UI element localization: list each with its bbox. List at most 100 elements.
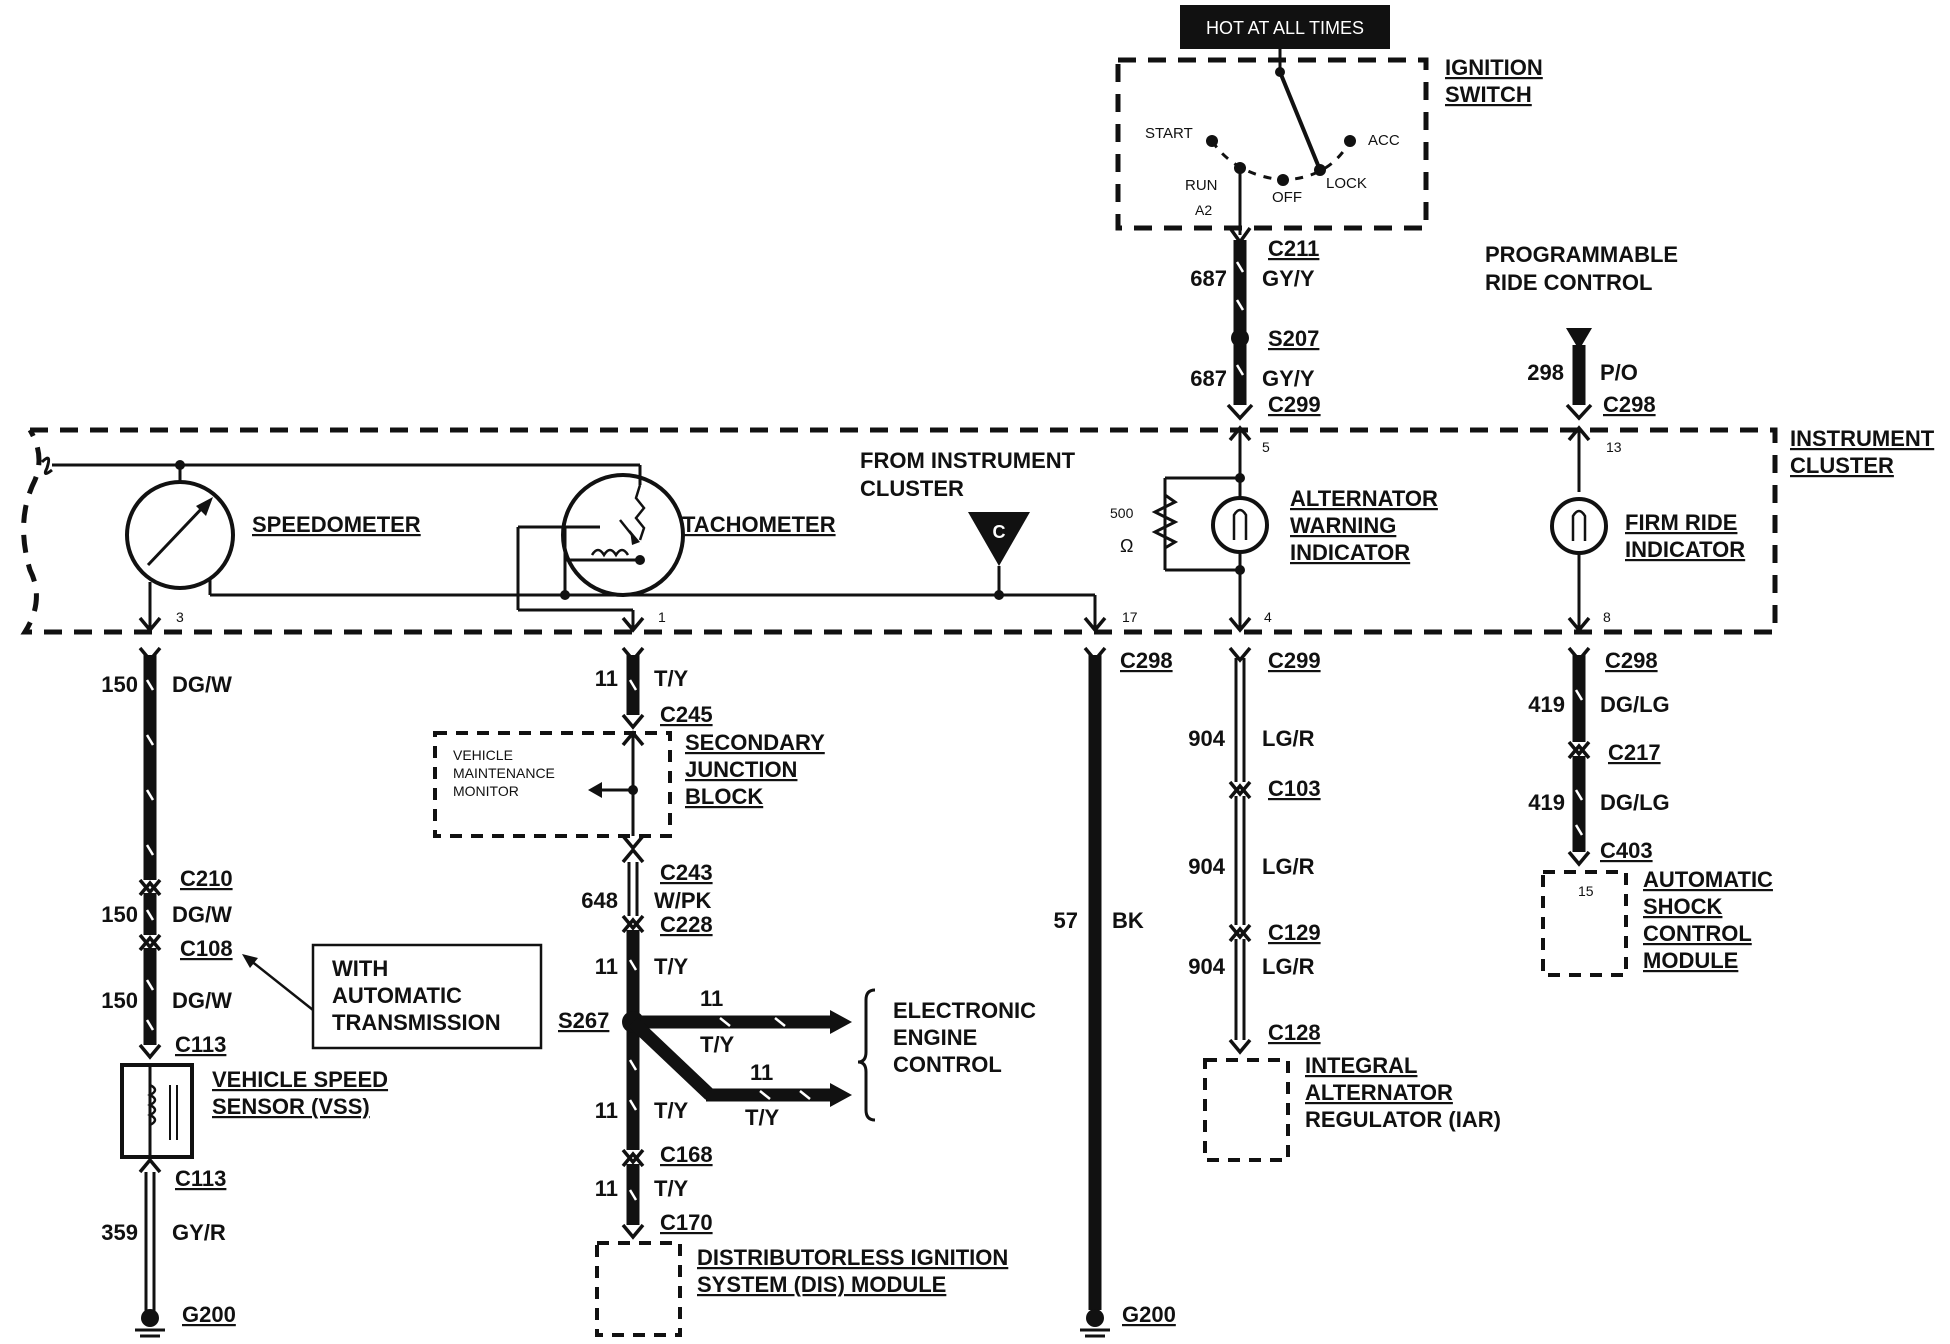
connector-c299-bottom: C299 [1268,648,1321,673]
wire-11-circuit-a: 11 [595,666,618,691]
wire-11-color-e: T/Y [654,1098,689,1123]
sjb-label-2: JUNCTION [685,757,797,782]
wire-687-color-b: GY/Y [1262,366,1315,391]
resistor-icon [1151,493,1179,550]
wire-11-circuit-e: 11 [595,1098,618,1123]
tachometer-gauge [561,473,685,597]
dis-label-2: SYSTEM (DIS) MODULE [697,1272,946,1297]
alternator-label-2: WARNING [1290,513,1396,538]
connector-c403: C403 [1600,838,1653,863]
wire-150-circuit-b: 150 [101,902,138,927]
ground-g200-right-icon [1086,1309,1104,1327]
connector-c128: C128 [1268,1020,1321,1045]
wire-150-color-c: DG/W [172,988,232,1013]
pin-5: 5 [1262,439,1270,455]
ground-g200-left: G200 [182,1302,236,1327]
ascm-label-4: MODULE [1643,948,1738,973]
ascm-label-3: CONTROL [1643,921,1752,946]
pin-4: 4 [1264,609,1272,625]
splice-s207-label: S207 [1268,326,1319,351]
alternator-warning-lamp [1211,496,1269,554]
resistor-value: 500 [1110,505,1134,521]
ascm-label-1: AUTOMATIC [1643,867,1773,892]
splice-s267-label: S267 [558,1008,609,1033]
auto-trans-label-2: AUTOMATIC [332,983,462,1008]
dis-module-box [595,1241,682,1337]
switch-lock-label: LOCK [1326,175,1367,192]
wire-57-color: BK [1112,908,1144,933]
pin-3: 3 [176,609,184,625]
from-cluster-marker-icon [968,512,1030,566]
connector-c298-bottom: C298 [1605,648,1658,673]
wire-419-color-a: DG/LG [1600,692,1670,717]
instrument-cluster-title-1: INSTRUMENT [1790,426,1935,451]
eec-arrow-1-icon [830,1010,852,1034]
ground-g200-left-icon [141,1309,159,1327]
sjb-label-1: SECONDARY [685,730,825,755]
eec-arrow-2-icon [830,1083,852,1107]
prog-ride-arrow-icon [1566,328,1592,350]
connector-c113-bottom: C113 [175,1166,226,1191]
from-cluster-label-2: CLUSTER [860,476,964,501]
alternator-label-1: ALTERNATOR [1290,486,1438,511]
eec-label-2: ENGINE [893,1025,977,1050]
wire-57-circuit: 57 [1054,908,1078,933]
firm-ride-lamp [1550,497,1608,555]
auto-trans-label-1: WITH [332,956,388,981]
auto-trans-callout-box [311,943,543,1050]
wire-298-color: P/O [1600,360,1638,385]
wire-11-color-a: T/Y [654,666,689,691]
connector-c228: C228 [660,912,713,937]
vss-label-1: VEHICLE SPEED [212,1067,388,1092]
connector-c211: C211 [1268,236,1319,261]
wire-359-circuit: 359 [101,1220,138,1245]
switch-acc-label: ACC [1368,132,1400,149]
ground-g200-right: G200 [1122,1302,1176,1327]
wire-11-color-f: T/Y [654,1176,689,1201]
connector-c103: C103 [1268,776,1321,801]
pin-13: 13 [1606,439,1622,455]
iar-label-2: ALTERNATOR [1305,1080,1453,1105]
pin-17: 17 [1122,609,1138,625]
wire-904-color-c: LG/R [1262,954,1315,979]
connector-c168: C168 [660,1142,713,1167]
sjb-label-3: BLOCK [685,784,763,809]
wire-648-circuit: 648 [581,888,618,913]
iar-label-1: INTEGRAL [1305,1053,1417,1078]
speedometer-label: SPEEDOMETER [252,512,421,537]
wire-904-color-b: LG/R [1262,854,1315,879]
wire-150-circuit-c: 150 [101,988,138,1013]
wire-11-circuit-f: 11 [595,1176,618,1201]
resistor-unit: Ω [1120,536,1133,556]
firm-ride-label-2: INDICATOR [1625,537,1745,562]
pin-15: 15 [1578,883,1594,899]
from-cluster-marker-letter: C [993,522,1006,542]
ignition-switch-title-2: SWITCH [1445,82,1532,107]
instrument-cluster-title-2: CLUSTER [1790,453,1894,478]
firm-ride-label-1: FIRM RIDE [1625,510,1737,535]
switch-start-label: START [1145,125,1193,142]
instrument-cluster-boundary [20,427,1778,635]
wire-stripes [145,261,1584,1201]
wire-648-color: W/PK [654,888,712,913]
vmm-label-3: MONITOR [453,783,519,799]
eec-label-3: CONTROL [893,1052,1002,1077]
wire-687-color-a: GY/Y [1262,266,1315,291]
wire-687-circuit-a: 687 [1190,266,1227,291]
ascm-label-2: SHOCK [1643,894,1723,919]
auto-trans-label-3: TRANSMISSION [332,1010,501,1035]
switch-off-label: OFF [1272,189,1302,206]
wire-904-circuit-b: 904 [1188,854,1225,879]
hot-label-box [1180,5,1390,49]
prog-ride-title-1: PROGRAMMABLE [1485,242,1678,267]
wire-904-circuit-a: 904 [1188,726,1225,751]
wire-904-circuit-c: 904 [1188,954,1225,979]
wire-419-color-b: DG/LG [1600,790,1670,815]
wire-150-color-b: DG/W [172,902,232,927]
wire-11-color-b: T/Y [654,954,689,979]
wire-359-color: GY/R [172,1220,226,1245]
switch-run-sub-label: A2 [1195,202,1212,218]
ignition-switch-title-1: IGNITION [1445,55,1543,80]
speedometer-gauge [125,480,235,590]
pin-8: 8 [1603,609,1611,625]
